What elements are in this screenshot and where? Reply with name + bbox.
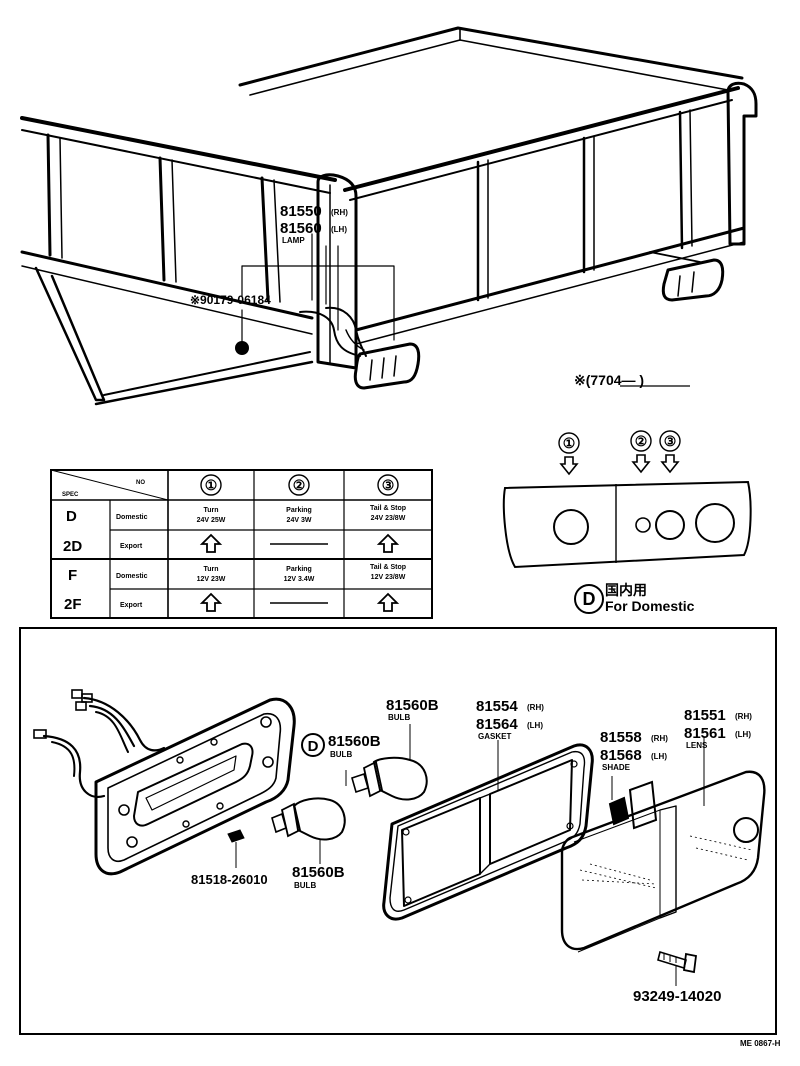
shade-lh: (LH) [651, 752, 667, 761]
same-as-above-icon [201, 593, 221, 612]
shade-pn-lh: 81568 [600, 747, 642, 764]
lamp-name: LAMP [282, 236, 305, 245]
bulb-top-pn: 81560B [386, 697, 439, 714]
d-col3-line2: 24V 23/8W [371, 515, 406, 522]
bulb-bottom-name: BULB [294, 881, 316, 890]
bulb-top [351, 724, 428, 801]
spec-f: F [68, 567, 77, 584]
same-as-above-icon [378, 593, 398, 612]
lens-marker-1 [558, 432, 580, 454]
gasket-lh: (LH) [527, 721, 543, 730]
table-col-1-marker [200, 474, 222, 496]
lens-marker-3 [659, 430, 681, 452]
table-col-2-marker [288, 474, 310, 496]
same-as-above-icon [201, 534, 221, 553]
spec-2d: 2D [63, 538, 82, 555]
lamp-pn-lh: 81560 [280, 220, 322, 237]
truck-bed-illustration [20, 26, 758, 406]
table-header-spec: SPEC [62, 492, 79, 498]
lens-part [560, 736, 766, 953]
f-col2-line2: 12V 3.4W [284, 576, 315, 583]
bulb-bottom-pn: 81560B [292, 864, 345, 881]
d-col1-line2: 24V 25W [197, 517, 226, 524]
lens-pn-lh: 81561 [684, 725, 726, 742]
shade-rh: (RH) [651, 734, 668, 743]
lamp-pn-rh: 81550 [280, 203, 322, 220]
grommet-part [227, 829, 245, 843]
d-col2-line1: Parking [286, 507, 312, 514]
market-domestic-d: Domestic [116, 514, 148, 521]
market-export-2f: Export [120, 602, 143, 609]
lens-front-view [502, 480, 752, 569]
lens-marker-3-label: ③ [664, 433, 677, 449]
lens-screw-part [657, 950, 697, 986]
domestic-d-letter: D [583, 589, 596, 609]
domestic-d-mark [574, 584, 604, 614]
gasket-pn-lh: 81564 [476, 716, 518, 733]
bulb-bottom [271, 797, 346, 864]
exploded-view-frame [19, 627, 777, 1035]
wiring-harness [33, 689, 166, 798]
shade-pn-rh: 81558 [600, 729, 642, 746]
spec-2f: 2F [64, 596, 82, 613]
table-col-1: ① [205, 477, 218, 493]
d-col3-line1: Tail & Stop [370, 505, 406, 512]
table-col-3: ③ [382, 477, 395, 493]
spec-table [50, 469, 433, 619]
market-export-2d: Export [120, 543, 143, 550]
arrow-down-icon [661, 454, 679, 473]
grommet-pn: 81518-26010 [191, 872, 268, 887]
gasket-pn-rh: 81554 [476, 698, 518, 715]
lens-name: LENS [686, 741, 708, 750]
lamp-housing [94, 697, 296, 876]
table-header-no: NO [136, 480, 145, 486]
screw-pn: 93249-14020 [633, 988, 721, 1005]
f-col1-line2: 12V 23W [197, 576, 226, 583]
table-col-3-marker [377, 474, 399, 496]
domestic-en-label: For Domestic [605, 598, 695, 614]
screw-mark-icon [235, 341, 249, 355]
market-domestic-f: Domestic [116, 573, 148, 580]
arrow-down-icon [560, 456, 578, 475]
lens-rh: (RH) [735, 712, 752, 721]
bulb-d-letter: D [308, 738, 319, 755]
d-col2-line2: 24V 3W [287, 517, 312, 524]
gasket-rh: (RH) [527, 703, 544, 712]
lens-lh: (LH) [735, 730, 751, 739]
serial-note: ※(7704— ) [574, 372, 644, 388]
lamp-lh-label: (LH) [331, 225, 347, 234]
gasket-name: GASKET [478, 732, 511, 741]
lens-marker-2-label: ② [635, 433, 648, 449]
same-as-above-icon [378, 534, 398, 553]
arrow-down-icon [632, 454, 650, 473]
bulb-d-name: BULB [330, 750, 352, 759]
lens-marker-1-label: ① [563, 435, 576, 451]
f-col3-line2: 12V 23/8W [371, 574, 406, 581]
bulb-top-name: BULB [388, 713, 410, 722]
bulb-d-mark [301, 733, 325, 757]
f-col3-line1: Tail & Stop [370, 564, 406, 571]
f-col2-line1: Parking [286, 566, 312, 573]
spec-d: D [66, 508, 77, 525]
domestic-jp-label: 国内用 [605, 582, 647, 598]
lamp-rh-label: (RH) [331, 208, 348, 217]
screw-callout: ※90179-06184 [190, 293, 271, 307]
f-col1-line1: Turn [203, 566, 218, 573]
footer-code: ME 0867-H [740, 1039, 781, 1048]
lens-pn-rh: 81551 [684, 707, 726, 724]
bulb-d-pn: 81560B [328, 733, 381, 750]
shade-name: SHADE [602, 763, 631, 772]
table-col-2: ② [293, 477, 306, 493]
d-col1-line1: Turn [203, 507, 218, 514]
lens-marker-2 [630, 430, 652, 452]
